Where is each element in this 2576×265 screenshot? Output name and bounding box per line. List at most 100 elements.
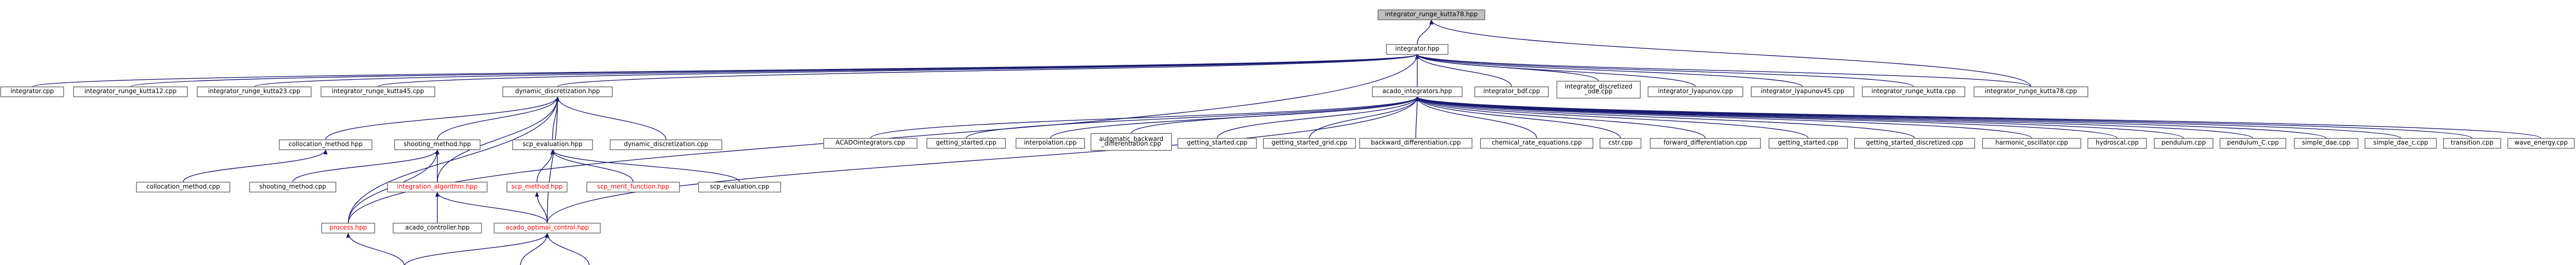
dependency-edge bbox=[535, 191, 548, 223]
graph-node[interactable]: hydroscal.cpp bbox=[2087, 138, 2147, 149]
graph-node[interactable]: integrator_bdf.cpp bbox=[1474, 86, 1549, 97]
node-label: wave_energy.cpp bbox=[2514, 139, 2567, 146]
graph-node[interactable]: wave_energy.cpp bbox=[2507, 138, 2575, 149]
node-label: backward_differentiation.cpp bbox=[1371, 139, 1461, 146]
graph-node[interactable]: integration_algorithm.hpp bbox=[387, 182, 488, 192]
graph-node[interactable]: integrator_runge_kutta45.cpp bbox=[320, 86, 435, 97]
node-label: hydroscal.cpp bbox=[2096, 139, 2139, 146]
graph-node[interactable]: backward_differentiation.cpp bbox=[1359, 138, 1472, 149]
graph-node[interactable]: automatic_backward_differentiation.cpp bbox=[1090, 133, 1172, 151]
edge-group bbox=[557, 54, 1419, 87]
node-box bbox=[1982, 138, 2081, 149]
node-label: cstr.cpp bbox=[1608, 139, 1633, 146]
dependency-edge bbox=[1415, 96, 2327, 139]
edge-group bbox=[1415, 54, 1512, 87]
graph-node[interactable]: transition.cpp bbox=[2443, 138, 2501, 149]
node-label: scp_evaluation.cpp bbox=[710, 183, 769, 190]
node-box bbox=[586, 182, 680, 192]
graph-node[interactable]: simple_dae_c.cpp bbox=[2364, 138, 2437, 149]
graph-node[interactable]: integrator_runge_kutta.cpp bbox=[1862, 86, 1965, 97]
edge-group bbox=[1415, 96, 1706, 139]
node-label: integrator_runge_kutta12.cpp bbox=[84, 87, 177, 95]
edge-group bbox=[1415, 96, 1915, 139]
node-box bbox=[136, 182, 230, 192]
graph-node[interactable]: dynamic_discretization.hpp bbox=[502, 86, 613, 97]
graph-node[interactable]: ACADOintegrators.cpp bbox=[823, 138, 918, 149]
dependency-edge bbox=[130, 54, 1419, 87]
graph-node[interactable]: integrator_runge_kutta12.cpp bbox=[73, 86, 188, 97]
graph-node[interactable]: getting_started.cpp bbox=[926, 138, 1006, 149]
node-label: shooting_method.hpp bbox=[403, 140, 471, 148]
graph-node[interactable]: harmonic_oscillator.cpp bbox=[1982, 138, 2081, 149]
graph-node[interactable]: scp_method.hpp bbox=[506, 182, 568, 192]
edge-group bbox=[1309, 96, 1419, 139]
graph-node[interactable]: simple_dae.cpp bbox=[2294, 138, 2359, 149]
dependency-edge bbox=[1415, 96, 2184, 139]
node-box bbox=[1263, 138, 1356, 149]
graph-node[interactable]: integrator_runge_kutta78.cpp bbox=[1973, 86, 2089, 97]
graph-node[interactable]: acado_optimal_control.hpp bbox=[494, 222, 601, 234]
edge-group bbox=[550, 149, 634, 183]
graph-node[interactable]: collocation_method.hpp bbox=[279, 139, 372, 150]
graph-node[interactable]: integrator_runge_kutta78.hpp bbox=[1377, 9, 1485, 21]
graph-node[interactable]: shooting_method.hpp bbox=[394, 139, 481, 150]
graph-node[interactable]: getting_started.cpp bbox=[1768, 138, 1848, 149]
dependency-edge bbox=[1415, 96, 1621, 139]
graph-node[interactable]: scp_evaluation.hpp bbox=[512, 139, 593, 150]
edge-group bbox=[1415, 54, 1803, 87]
node-box bbox=[387, 182, 488, 192]
graph-node[interactable]: integrator.cpp bbox=[0, 86, 64, 97]
dependency-edge bbox=[1429, 19, 2031, 87]
dependency-edge bbox=[1415, 96, 2118, 139]
node-label: integrator_lyapunov.cpp bbox=[1658, 87, 1733, 95]
graph-node[interactable]: getting_started_grid.cpp bbox=[1263, 138, 1356, 149]
node-label: acado_integrators.hpp bbox=[1382, 87, 1452, 95]
node-label: acado_optimal_control.hpp bbox=[505, 224, 589, 231]
edge-group bbox=[1415, 96, 2253, 139]
graph-node[interactable]: integrator.hpp bbox=[1386, 44, 1449, 55]
edge-group bbox=[325, 96, 560, 140]
graph-node[interactable]: interpolation.cpp bbox=[1015, 138, 1085, 149]
graph-node[interactable]: pendulum_C.cpp bbox=[2219, 138, 2286, 149]
node-label: _ode.cpp bbox=[1584, 88, 1613, 95]
graph-node[interactable]: forward_differentiation.cpp bbox=[1650, 138, 1761, 149]
edge-group bbox=[1216, 96, 1419, 139]
graph-node[interactable]: acado_controller.hpp bbox=[393, 222, 482, 234]
graph-node[interactable]: integrator_lyapunov45.cpp bbox=[1751, 86, 1854, 97]
graph-node[interactable]: integrator_discretized_ode.cpp bbox=[1556, 81, 1641, 99]
graph-node[interactable]: process.hpp bbox=[321, 222, 376, 234]
graph-node[interactable]: shooting_method.cpp bbox=[249, 182, 336, 192]
dependency-edge bbox=[1415, 96, 1537, 139]
node-label: scp_evaluation.hpp bbox=[522, 140, 582, 148]
graph-node[interactable]: acado_integrators.hpp bbox=[1371, 86, 1463, 97]
edge-group bbox=[348, 96, 560, 223]
node-label: pendulum.cpp bbox=[2161, 139, 2206, 146]
edge-group bbox=[1131, 96, 1419, 134]
graph-node[interactable]: getting_started.cpp bbox=[1177, 138, 1257, 149]
node-box bbox=[1973, 86, 2089, 97]
dependency-edge bbox=[547, 96, 1419, 223]
node-box bbox=[494, 222, 601, 234]
dependency-edge bbox=[1415, 96, 1809, 139]
graph-node[interactable]: dynamic_discretization.cpp bbox=[609, 139, 722, 150]
edge-group bbox=[31, 54, 1419, 87]
graph-node[interactable]: collocation_method.cpp bbox=[136, 182, 230, 192]
graph-node[interactable]: pendulum.cpp bbox=[2154, 138, 2214, 149]
node-box bbox=[393, 222, 482, 234]
node-label: chemical_rate_equations.cpp bbox=[1492, 139, 1582, 146]
graph-node[interactable]: scp_merit_function.hpp bbox=[586, 182, 680, 192]
graph-node[interactable]: integrator_lyapunov.cpp bbox=[1648, 86, 1743, 97]
graph-node[interactable]: chemical_rate_equations.cpp bbox=[1480, 138, 1594, 149]
graph-node[interactable]: getting_started_discretized.cpp bbox=[1854, 138, 1975, 149]
node-label: scp_merit_function.hpp bbox=[597, 183, 669, 190]
node-box bbox=[0, 86, 64, 97]
dependency-edge bbox=[1309, 96, 1419, 139]
edge-group bbox=[437, 96, 560, 183]
graph-node[interactable]: cstr.cpp bbox=[1599, 138, 1641, 149]
edge-group bbox=[536, 149, 555, 183]
node-label: transition.cpp bbox=[2451, 139, 2494, 146]
graph-node[interactable]: integrator_runge_kutta23.cpp bbox=[197, 86, 312, 97]
graph-node[interactable]: scp_evaluation.cpp bbox=[698, 182, 781, 192]
dependency-edge bbox=[1131, 96, 1419, 134]
